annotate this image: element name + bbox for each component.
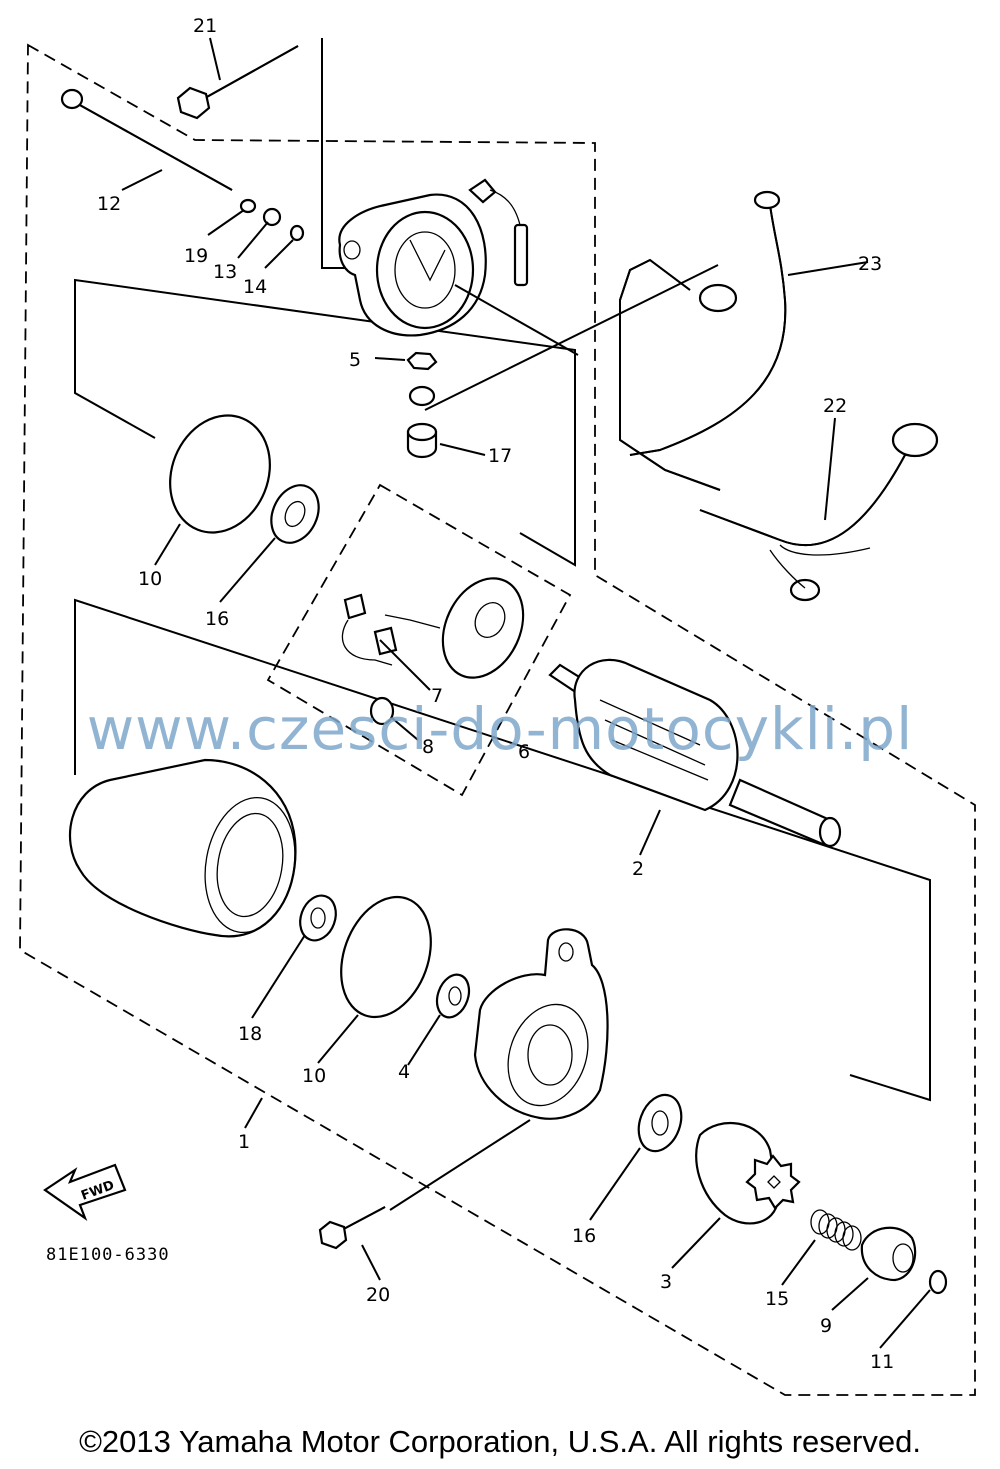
callout-18: 18 xyxy=(238,1023,262,1045)
brush-group-box xyxy=(266,483,572,797)
callout-20: 20 xyxy=(366,1284,390,1306)
nut-19 xyxy=(239,198,257,214)
callout-3: 3 xyxy=(660,1271,672,1293)
o-ring-14 xyxy=(289,224,305,242)
bolt-20 xyxy=(318,1206,386,1250)
pinion-gear-3 xyxy=(695,1121,801,1225)
brush-holder xyxy=(441,577,525,679)
callout-19: 19 xyxy=(184,245,208,267)
spring-15 xyxy=(810,1209,862,1251)
callout-21: 21 xyxy=(193,15,217,37)
cap-9 xyxy=(860,1226,917,1282)
callout-2: 2 xyxy=(632,858,644,880)
callout-11: 11 xyxy=(870,1351,894,1373)
bearing-4 xyxy=(435,973,471,1019)
lead-wire-22 xyxy=(699,422,939,602)
washer-16-upper xyxy=(270,484,320,544)
stud-leader xyxy=(424,264,719,411)
callout-22: 22 xyxy=(823,395,847,417)
callout-13: 13 xyxy=(213,261,237,283)
long-bolt-12 xyxy=(60,88,233,191)
armature-2 xyxy=(548,658,842,848)
lower-frame xyxy=(74,598,931,1102)
callout-17: 17 xyxy=(488,445,512,467)
washer-18 xyxy=(299,894,337,942)
washer-middle xyxy=(408,385,436,407)
brush-7 xyxy=(341,593,441,666)
callout-7: 7 xyxy=(431,685,443,707)
callout-10-lower: 10 xyxy=(302,1065,326,1087)
callout-1: 1 xyxy=(238,1131,250,1153)
callout-8: 8 xyxy=(422,736,434,758)
callout-15: 15 xyxy=(765,1288,789,1310)
callout-12: 12 xyxy=(97,193,121,215)
o-ring-10-lower xyxy=(340,895,432,1019)
callout-23: 23 xyxy=(858,253,882,275)
fwd-arrow: FWD xyxy=(43,1163,127,1221)
front-cover xyxy=(473,928,609,1120)
bolt-20-leader xyxy=(389,1119,531,1211)
upper-frame xyxy=(74,278,576,567)
rear-cover xyxy=(321,38,579,356)
washer-16-lower xyxy=(637,1093,683,1153)
nut-5 xyxy=(406,351,438,371)
o-ring-10-upper xyxy=(169,414,271,534)
yoke xyxy=(68,758,297,938)
bolt-21 xyxy=(176,45,299,120)
callout-16-lower: 16 xyxy=(572,1225,596,1247)
callout-6: 6 xyxy=(518,741,530,763)
callout-4: 4 xyxy=(398,1061,410,1083)
copyright-notice: ©2013 Yamaha Motor Corporation, U.S.A. A… xyxy=(79,1424,921,1459)
o-ring-11 xyxy=(928,1269,948,1295)
callout-9: 9 xyxy=(820,1315,832,1337)
lead-wire-23 xyxy=(619,190,787,491)
washer-13 xyxy=(262,207,282,227)
callout-16-upper: 16 xyxy=(205,608,229,630)
callout-10-upper: 10 xyxy=(138,568,162,590)
callout-leaders xyxy=(121,37,931,1349)
callout-5: 5 xyxy=(349,349,361,371)
assembly-boundary xyxy=(19,43,976,1396)
bushing-17 xyxy=(406,422,438,459)
callout-14: 14 xyxy=(243,276,267,298)
diagram-code: 81E100-6330 xyxy=(46,1245,170,1265)
spring-8 xyxy=(369,696,395,726)
